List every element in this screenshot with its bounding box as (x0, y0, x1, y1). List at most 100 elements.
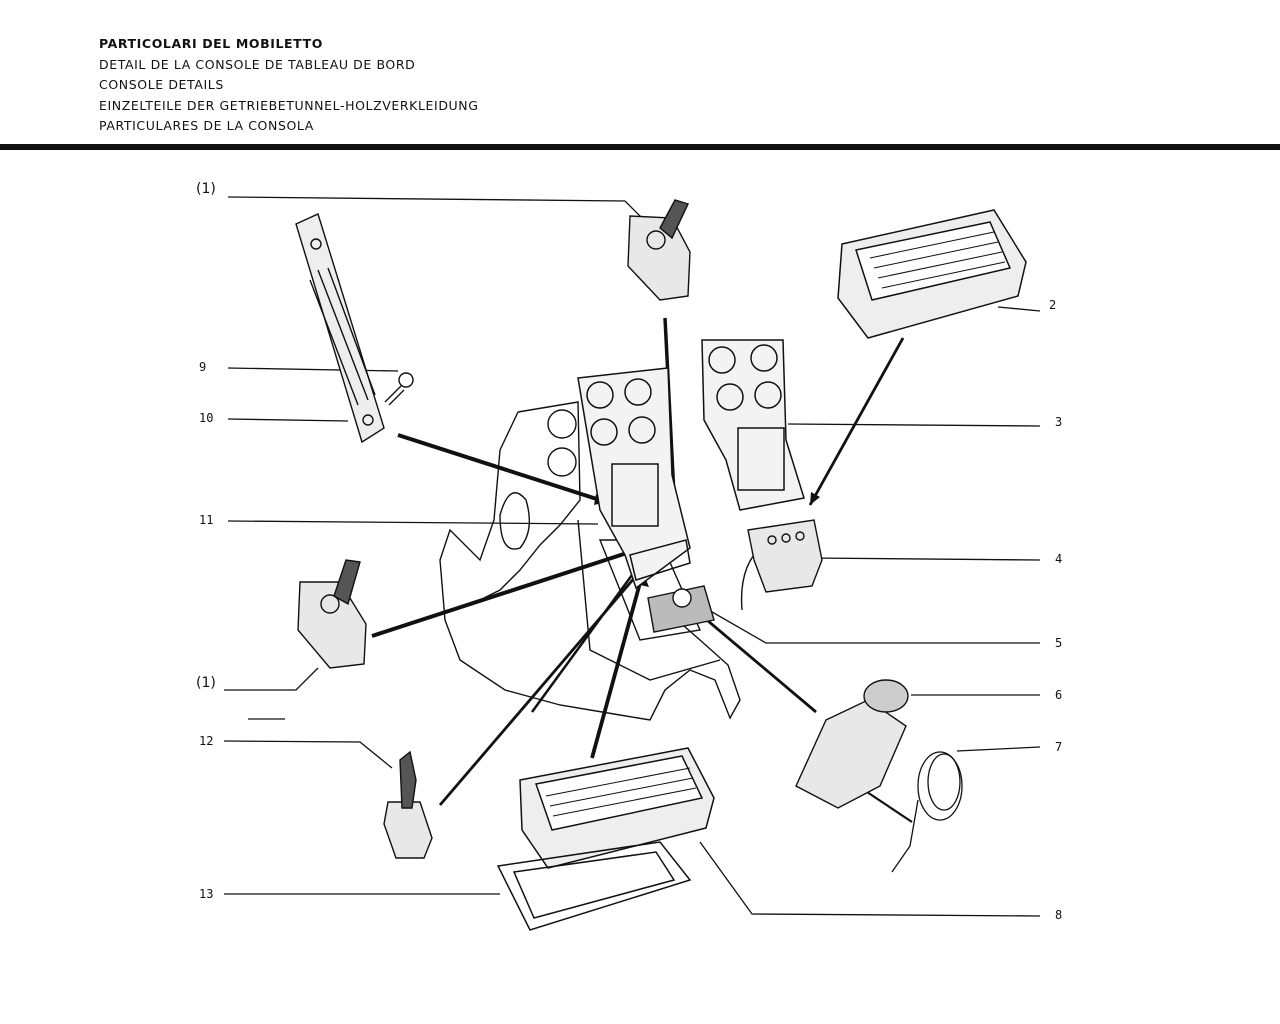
ashtray-2-lid (855, 221, 1012, 301)
part-13-frame (496, 841, 692, 931)
panel-installed-gauge-4 (628, 416, 656, 444)
arrowhead-2 (810, 492, 820, 505)
part-3-wood-panel (701, 339, 805, 511)
callout-label-13: 13 (199, 887, 214, 901)
callout-label-9: 9 (199, 360, 207, 374)
panel-installed-gauge-3 (590, 418, 618, 446)
callout-label-5: 5 (1055, 636, 1063, 650)
top-switch-collar (646, 230, 666, 250)
switch-block-body (747, 519, 823, 593)
dash-panel-installed (577, 367, 691, 590)
callout-label-10: 10 (199, 411, 214, 425)
tunnel-outline (439, 411, 741, 721)
leader-line-10 (227, 418, 349, 422)
bezel-hole (672, 588, 692, 608)
leader-line-mid-switch (224, 667, 319, 691)
bracket-ribs (309, 267, 376, 406)
part-3-gauge-1 (708, 346, 736, 374)
panel-installed-gauge-2 (624, 378, 652, 406)
part-3-outline (701, 339, 805, 511)
part-3-gauge-2 (750, 344, 778, 372)
part-6-lighter (795, 679, 909, 809)
switch-block-lamp-2 (781, 533, 791, 543)
part-3-gauge-4 (754, 381, 782, 409)
part-3-window (737, 427, 785, 491)
callout-label-2: 2 (1049, 298, 1057, 312)
arrow-aux (530, 574, 634, 713)
leader-lines (223, 196, 1041, 917)
title-italian: PARTICOLARI DEL MOBILETTO (99, 36, 323, 51)
callout-label-8: 8 (1055, 908, 1063, 922)
part-7-wire (891, 751, 963, 873)
arrow-from-10 (397, 433, 607, 504)
gauge-hole-a (547, 409, 577, 439)
title-german: EINZELTEILE DER GETRIEBETUNNEL-HOLZVERKL… (99, 97, 479, 113)
frame-inner (512, 851, 676, 919)
leader-line-8 (699, 841, 1041, 917)
leader-line-4 (807, 557, 1041, 561)
arrow-from-2 (808, 337, 905, 506)
ashtray-2-ribs (869, 231, 1006, 289)
panel-installed-gauge-1 (586, 381, 614, 409)
switch-block-lamp-1 (767, 535, 777, 545)
part-4-switch-block (747, 519, 823, 593)
top-switch-body (627, 215, 691, 301)
leader-line-2 (997, 306, 1041, 312)
switch-block-lamp-3 (795, 531, 805, 541)
part-5-lighter-bezel (647, 585, 715, 633)
part-3-gauge-3 (716, 383, 744, 411)
part-10-bracket (295, 213, 385, 444)
tunnel-side-hole (499, 492, 531, 550)
screw-head (398, 372, 414, 388)
callout-label-6: 6 (1055, 688, 1063, 702)
leader-line-12 (223, 740, 393, 769)
ashtray-8-ribs (545, 767, 697, 817)
header-block: PARTICOLARI DEL MOBILETTO DETAIL DE LA C… (99, 34, 479, 137)
arrow-from-mid-switch (371, 550, 631, 638)
panel-installed-switchplate (629, 539, 691, 581)
frame-outer (496, 841, 692, 931)
switch-12-lever (399, 750, 417, 809)
screw-shank (384, 385, 405, 406)
wire-lead (891, 799, 919, 873)
tunnel-upper-outline (479, 401, 581, 601)
leader-line-11 (227, 520, 599, 525)
wire-coil-2 (927, 753, 961, 811)
panel-installed-outline (577, 367, 691, 590)
tunnel-front-edge (577, 519, 721, 681)
lighter-body (795, 699, 907, 809)
mid-switch-lever (333, 559, 361, 606)
arrow-from-8 (590, 571, 645, 759)
part-top-toggle-switch (627, 199, 691, 301)
arrow-from-6 (694, 608, 817, 714)
callout-label-11: 11 (199, 513, 214, 527)
lighter-knob (863, 679, 909, 713)
part-12-switch (383, 750, 433, 859)
callout-label-7: 7 (1055, 740, 1063, 754)
leader-line-3 (787, 423, 1041, 427)
part-8-ashtray (519, 747, 715, 869)
bracket-hole-top (310, 238, 322, 250)
top-switch-lever (659, 199, 689, 240)
bracket-hole-bottom (362, 414, 374, 426)
wire-coil-1 (917, 751, 963, 821)
leader-line-9 (227, 367, 399, 372)
gauge-hole-b (547, 447, 577, 477)
leader-line-7 (956, 746, 1041, 752)
part-9-screw (384, 372, 414, 406)
part-mid-toggle-switch (297, 559, 367, 669)
mid-switch-collar (320, 594, 340, 614)
callout-label-mid-switch: (1) (196, 675, 216, 691)
header-rule (0, 144, 1280, 150)
callout-label-4: 4 (1055, 552, 1063, 566)
panel-installed-window (611, 463, 659, 527)
title-spanish: PARTICULARES DE LA CONSOLA (99, 118, 314, 133)
title-english: CONSOLE DETAILS (99, 77, 224, 92)
title-french: DETAIL DE LA CONSOLE DE TABLEAU DE BORD (99, 56, 416, 72)
part-2-ashtray (837, 209, 1027, 339)
callout-label-top-switch: (1) (196, 181, 216, 197)
leader-line-5 (692, 600, 1040, 644)
callout-label-12: 12 (199, 734, 214, 748)
leader-line-top-switch (227, 196, 643, 219)
